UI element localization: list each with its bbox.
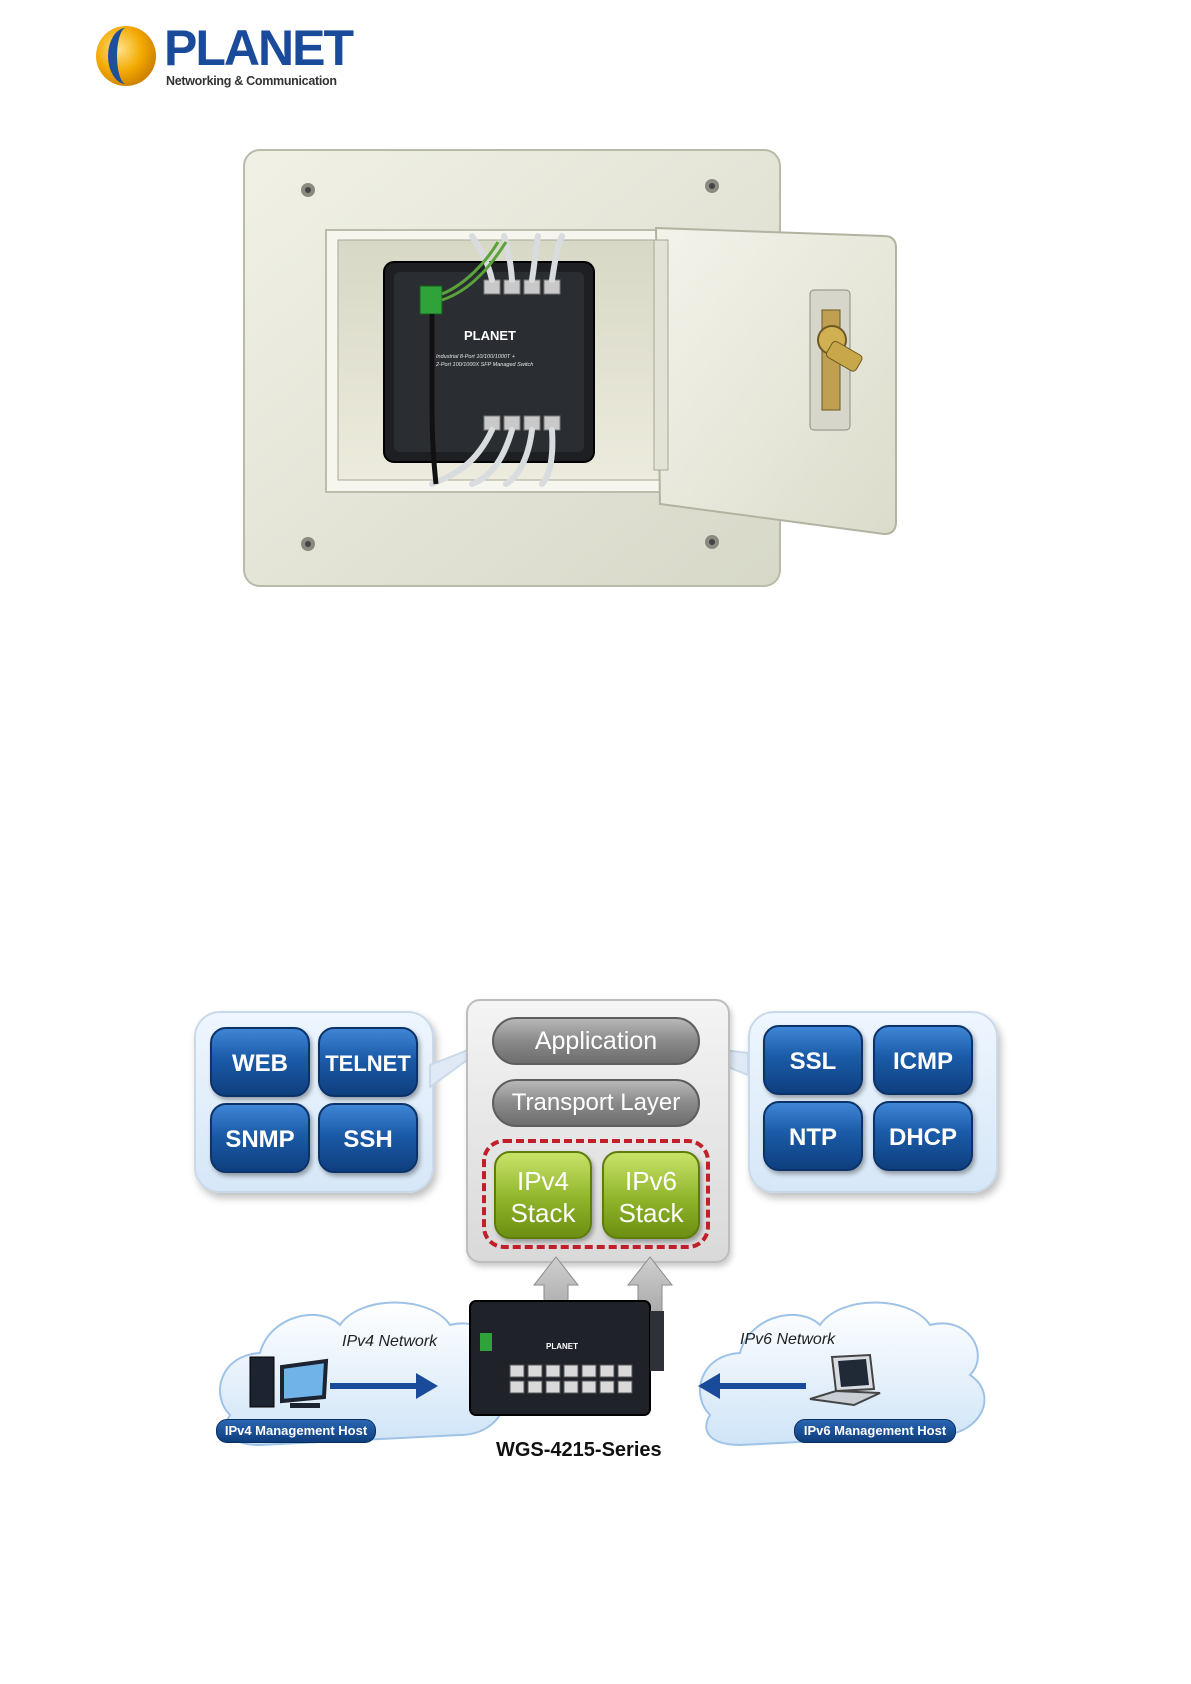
switch-series-label: WGS-4215-Series — [496, 1439, 662, 1462]
ipv6-management-host-tag: IPv6 Management Host — [794, 1419, 956, 1443]
switch-brand-mini: PLANET — [546, 1342, 578, 1351]
logo-brand-text: PLANET — [164, 22, 352, 74]
logo-tagline: Networking & Communication — [166, 74, 337, 88]
ipv6-network-label: IPv6 Network — [740, 1331, 835, 1349]
enclosure-illustration: PLANET Industrial 8-Port 10/100/1000T + … — [236, 144, 976, 594]
planet-logo: PLANET Networking & Communication — [96, 22, 356, 92]
planet-swoosh-icon — [108, 28, 144, 84]
switch-desc-line1: Industrial 8-Port 10/100/1000T + — [436, 354, 516, 360]
switch-desc-line2: 2-Port 100/1000X SFP Managed Switch — [435, 362, 533, 368]
ipv4-network-label: IPv4 Network — [342, 1333, 437, 1351]
wall-enclosure-photo: PLANET Industrial 8-Port 10/100/1000T + … — [236, 144, 976, 594]
ipv4-management-host-tag: IPv4 Management Host — [216, 1419, 376, 1443]
switch-brand-label: PLANET — [464, 328, 516, 343]
wgs-4215-switch-icon: PLANET — [470, 1301, 664, 1415]
ipv6-stack-diagram: WEB TELNET SNMP SSH SSL ICMP NTP DHCP Ap… — [190, 995, 1010, 1505]
